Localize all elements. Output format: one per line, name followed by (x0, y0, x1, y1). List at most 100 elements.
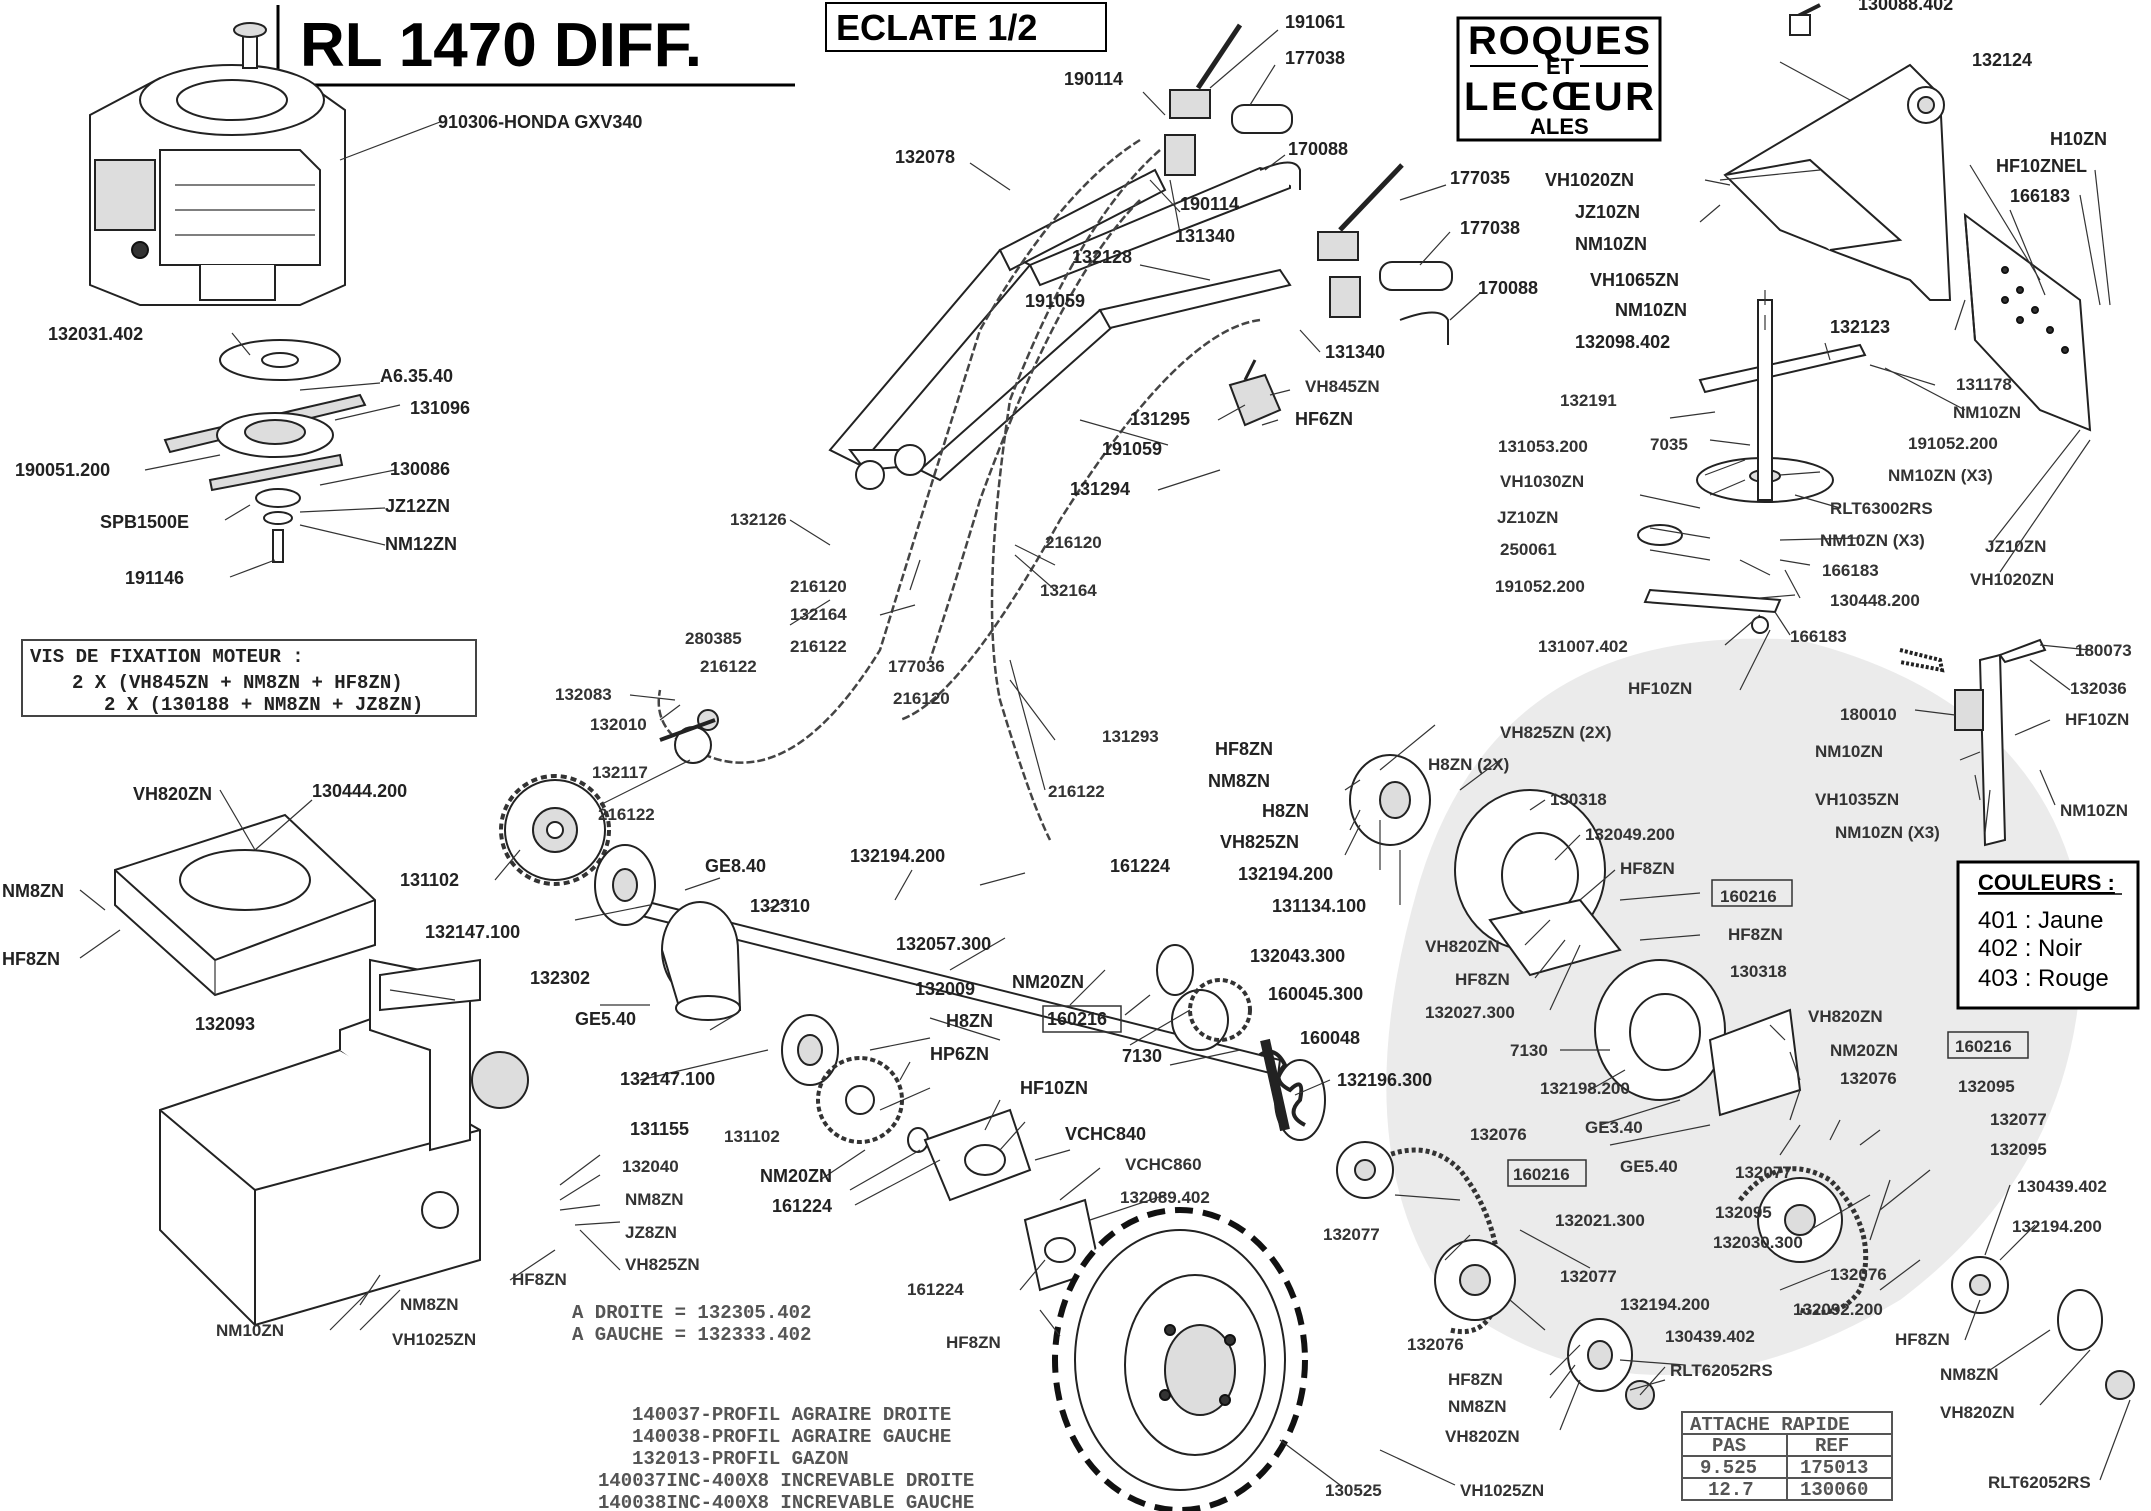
part-label: 131295 (1130, 409, 1190, 429)
part-label: A6.35.40 (380, 366, 453, 386)
side-notes: A DROITE = 132305.402 A GAUCHE = 132333.… (572, 1302, 811, 1346)
part-label: 190114 (1180, 194, 1239, 214)
part-label: 131294 (1070, 479, 1130, 499)
part-label: 160216 (1720, 887, 1777, 906)
part-label: 191061 (1285, 12, 1345, 32)
part-label: 166183 (1790, 627, 1847, 646)
part-label: 161224 (1110, 856, 1170, 876)
part-label: 131096 (410, 398, 470, 418)
engine-fixing-note: VIS DE FIXATION MOTEUR : 2 X (VH845ZN + … (21, 639, 477, 717)
part-label: VH1035ZN (1815, 790, 1899, 809)
side-plate (923, 1108, 1102, 1292)
part-label: 191059 (1025, 291, 1085, 311)
page-subtitle: ECLATE 1/2 (836, 7, 1037, 48)
chassis-frame (159, 958, 529, 1327)
part-label: 132030.300 (1713, 1233, 1803, 1252)
part-label: 132036 (2070, 679, 2127, 698)
title-block: RL 1470 DIFF. ECLATE 1/2 (276, 2, 1107, 87)
part-label: HF8ZN (946, 1333, 1001, 1352)
profile-item: 140037-PROFIL AGRAIRE DROITE (632, 1404, 951, 1426)
part-label: NM20ZN (760, 1166, 832, 1186)
part-label: 132126 (730, 510, 787, 529)
part-label: 130086 (390, 459, 450, 479)
part-label: 170088 (1288, 139, 1348, 159)
part-label: HF8ZN (512, 1270, 567, 1289)
part-label: NM10ZN (X3) (1820, 531, 1925, 550)
part-label: 216120 (893, 689, 950, 708)
part-label: 132117 (592, 763, 648, 782)
note-side-left: A GAUCHE = 132333.402 (572, 1324, 811, 1346)
part-label: 132128 (1072, 247, 1132, 267)
colour-legend: COULEURS : 401 : Jaune 402 : Noir 403 : … (1956, 860, 2140, 1010)
profile-item: 140038INC-400X8 INCREVABLE GAUCHE (598, 1492, 974, 1511)
brand-line3: LECŒUR (1464, 75, 1654, 119)
legend-item-yellow: 401 : Jaune (1978, 907, 2103, 934)
part-label: HF8ZN (1455, 970, 1510, 989)
part-label: 216120 (1045, 533, 1102, 552)
part-label: 7130 (1510, 1041, 1548, 1060)
part-label: 132095 (1715, 1203, 1772, 1222)
fixing-line1: 2 X (VH845ZN + NM8ZN + HF8ZN) (72, 672, 403, 694)
part-label: HF10ZN (2065, 710, 2129, 729)
attache-rapide-table: ATTACHE RAPIDE PAS REF 9.525 175013 12.7… (1681, 1411, 1893, 1501)
part-label: NM10ZN (X3) (1835, 823, 1940, 842)
part-label: VCHC840 (1065, 1124, 1146, 1144)
part-label: 130318 (1730, 962, 1787, 981)
part-label: VH820ZN (1808, 1007, 1883, 1026)
part-label: 132147.100 (425, 922, 520, 942)
attache-row2-pas: 12.7 (1708, 1479, 1754, 1501)
part-label: VH1020ZN (1970, 570, 2054, 589)
part-label: 130439.402 (2017, 1177, 2107, 1196)
part-label: 216122 (790, 637, 847, 656)
part-label: 132302 (530, 968, 590, 988)
part-label: NM10ZN (1615, 300, 1687, 320)
engine-honda (89, 22, 346, 306)
part-label: HF8ZN (1448, 1370, 1503, 1389)
part-label: NM10ZN (1575, 234, 1647, 254)
part-label: 131102 (724, 1127, 780, 1146)
part-label: 7035 (1650, 435, 1688, 454)
part-label: 191146 (125, 568, 184, 588)
part-label: 132040 (622, 1157, 679, 1176)
part-label: JZ10ZN (1497, 508, 1558, 527)
part-label: 161224 (772, 1196, 832, 1216)
part-label: NM10ZN (216, 1321, 284, 1340)
part-label: 177038 (1285, 48, 1345, 68)
part-label: 130525 (1325, 1481, 1382, 1500)
part-label: VH820ZN (1425, 937, 1500, 956)
part-label: 132089.402 (1120, 1188, 1210, 1207)
part-label: 132077 (1323, 1225, 1380, 1244)
part-label: 190114 (1064, 69, 1123, 89)
part-label: 132092.200 (1793, 1300, 1883, 1319)
part-label: HF10ZNEL (1996, 156, 2087, 176)
part-label: 161224 (907, 1280, 964, 1299)
part-label: 216122 (598, 805, 655, 824)
part-label: NM10ZN (1953, 403, 2021, 422)
leader-lines (79, 29, 2131, 1486)
part-label: 130444.200 (312, 781, 407, 801)
part-label: 180073 (2075, 641, 2132, 660)
part-label: 177038 (1460, 218, 1520, 238)
part-label: 191052.200 (1908, 434, 1998, 453)
part-label: NM20ZN (1830, 1041, 1898, 1060)
part-label: 132021.300 (1555, 1211, 1645, 1230)
profile-list: 140037-PROFIL AGRAIRE DROITE 140038-PROF… (598, 1404, 974, 1511)
part-label: 130448.200 (1830, 591, 1920, 610)
part-label: 180010 (1840, 705, 1897, 724)
boxed-refs (1042, 879, 2029, 1187)
part-label: 131340 (1325, 342, 1385, 362)
part-label: 132098.402 (1575, 332, 1670, 352)
part-label: NM10ZN (1815, 742, 1883, 761)
part-label: 132198.200 (1540, 1079, 1630, 1098)
spring-160048 (1258, 1049, 1306, 1127)
part-label: 132057.300 (896, 934, 991, 954)
part-label: 132043.300 (1250, 946, 1345, 966)
part-label: 131102 (400, 870, 459, 890)
engine-plate (114, 813, 376, 997)
part-label: 131293 (1102, 727, 1159, 746)
part-label: VH1065ZN (1590, 270, 1679, 290)
part-label: VH825ZN (625, 1255, 700, 1274)
part-label: HF8ZN (1895, 1330, 1950, 1349)
